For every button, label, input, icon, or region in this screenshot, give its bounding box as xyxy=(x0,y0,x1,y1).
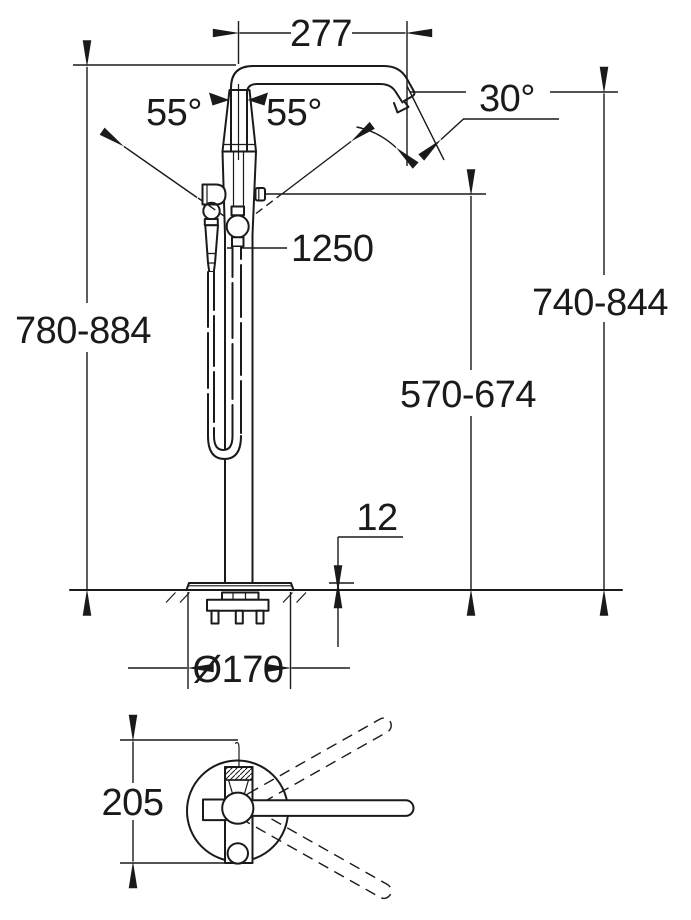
handle-swing-arrowhead-left xyxy=(209,92,230,106)
dim-angle-left-label: 55° xyxy=(146,92,202,134)
hose-connector-collar-top xyxy=(230,205,245,217)
swivel-arc-arrow xyxy=(356,126,419,169)
top-view-lever-swung-up xyxy=(244,717,392,808)
mounting-bolt-middle xyxy=(234,609,244,625)
mounting-bar xyxy=(221,591,260,601)
spout-face-angle-line xyxy=(406,85,445,161)
top-view-lever-swung-down xyxy=(244,808,392,900)
spout-outlet-face xyxy=(393,100,410,114)
diverter-knob xyxy=(254,187,266,202)
top-view: 205 xyxy=(102,714,415,900)
lever-handle-cone xyxy=(221,89,257,153)
dim-spout-height-label: 740-844 xyxy=(532,282,668,324)
angle-line-55-left xyxy=(99,127,198,199)
top-view-cartridge-hatch xyxy=(224,766,254,781)
dim-base-height-label: 12 xyxy=(356,497,397,539)
riser-column-left xyxy=(221,150,226,584)
hose-loop-inner xyxy=(213,435,234,451)
mounting-bar-notches xyxy=(232,592,247,600)
hand-shower-handle-lines xyxy=(208,252,216,264)
dim-overall-height-label: 780-884 xyxy=(15,310,151,352)
handle-swing-arrowhead-right xyxy=(247,92,268,106)
dim-angle-right-label: 55° xyxy=(266,92,322,134)
angle-line-55-right-hidden xyxy=(255,193,282,215)
base-plate xyxy=(185,582,295,591)
hose-connector-nut xyxy=(225,214,250,239)
hand-shower-bracket xyxy=(201,183,227,206)
hose-connector-collar-bottom xyxy=(231,236,245,248)
hand-shower-handle xyxy=(204,224,219,273)
angle-leader-30 xyxy=(418,118,559,161)
dim-spout-angle-label: 30° xyxy=(479,78,535,120)
spout-tube-lines xyxy=(232,152,245,206)
dim-spout-reach-label: 277 xyxy=(290,13,352,55)
mounting-bolt-left xyxy=(210,609,220,625)
riser-column-right xyxy=(251,150,257,584)
mounting-flange xyxy=(206,598,270,612)
top-view-hose-outlet xyxy=(226,842,250,865)
dim-base-diameter-label: Ø170 xyxy=(193,649,284,691)
dim-body-depth-label: 205 xyxy=(102,782,164,824)
dim-hose-length-label: 1250 xyxy=(291,228,374,270)
front-view: 277 55° 55° 30° 1250 780-884 740-844 570… xyxy=(15,13,669,691)
hose-loop-outer xyxy=(207,435,242,460)
mounting-bolt-right xyxy=(255,609,265,625)
top-view-lever xyxy=(228,799,415,817)
angle-line-55-right xyxy=(281,121,375,195)
dim-hose-outlet-height-label: 570-674 xyxy=(400,374,536,416)
spout-outline-outer xyxy=(230,65,416,152)
top-view-spout-tip xyxy=(234,742,240,767)
top-view-lever-hub xyxy=(221,791,255,825)
floor-hatch-ticks xyxy=(165,592,307,603)
